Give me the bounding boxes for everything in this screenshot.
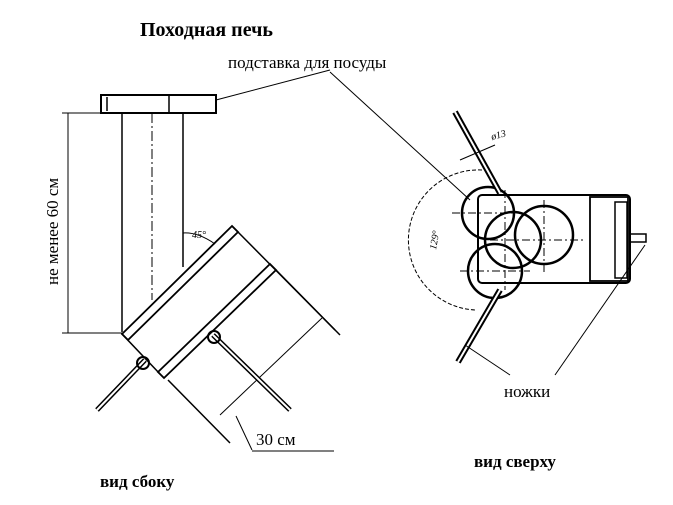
legs-label: ножки bbox=[504, 382, 550, 401]
top-view-label: вид сверху bbox=[474, 452, 556, 471]
diagram-title: Походная печь bbox=[140, 19, 273, 41]
top-view: ø13 129° ножки вид сверху bbox=[407, 110, 647, 471]
angle-label: 45° bbox=[192, 230, 206, 241]
pot-stand-label: подставка для посуды bbox=[228, 53, 387, 72]
leg-diameter-label: ø13 bbox=[489, 128, 507, 143]
pot-stand-leader bbox=[215, 69, 331, 101]
pot-stand-plate bbox=[100, 94, 217, 114]
side-view: не менее 60 см 45° 30 см вид сбоку bbox=[43, 69, 471, 491]
length-label: 30 см bbox=[256, 430, 296, 449]
leg-angle-label: 129° bbox=[428, 230, 442, 251]
side-legs bbox=[95, 330, 292, 412]
height-label: не менее 60 см bbox=[43, 178, 62, 285]
side-view-label: вид сбоку bbox=[100, 472, 175, 491]
